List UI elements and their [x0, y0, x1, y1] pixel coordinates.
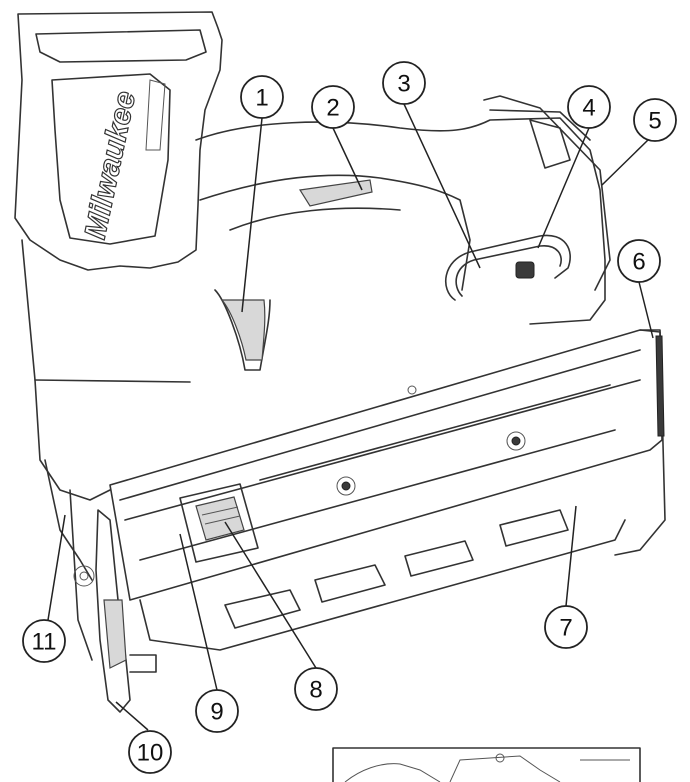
callout-1-number: 1: [255, 85, 268, 112]
callout-6-number: 6: [632, 249, 645, 276]
callout-1: 1: [240, 75, 284, 119]
depth-knob: [515, 261, 535, 279]
callout-2: 2: [311, 85, 355, 129]
nailer-illustration: Milwaukee: [14, 11, 666, 782]
callout-4: 4: [567, 85, 611, 129]
callout-5-number: 5: [648, 108, 661, 135]
callout-11-number: 11: [32, 629, 57, 656]
callout-9: 9: [195, 689, 239, 733]
callout-10: 10: [128, 730, 172, 774]
callout-4-number: 4: [582, 95, 595, 122]
callout-3: 3: [382, 61, 426, 105]
callout-9-number: 9: [210, 699, 223, 726]
leader-lines: [47, 103, 654, 731]
callout-5: 5: [633, 98, 677, 142]
callout-10-number: 10: [137, 740, 164, 767]
callout-8: 8: [294, 667, 338, 711]
inset-detail: [332, 747, 641, 782]
callout-2-number: 2: [326, 95, 339, 122]
callout-3-number: 3: [397, 71, 410, 98]
callout-7-number: 7: [559, 615, 572, 642]
callout-8-number: 8: [309, 677, 322, 704]
callout-7: 7: [544, 605, 588, 649]
brand-logo: Milwaukee: [79, 88, 142, 242]
callout-11: 11: [22, 619, 66, 663]
callout-6: 6: [617, 239, 661, 283]
